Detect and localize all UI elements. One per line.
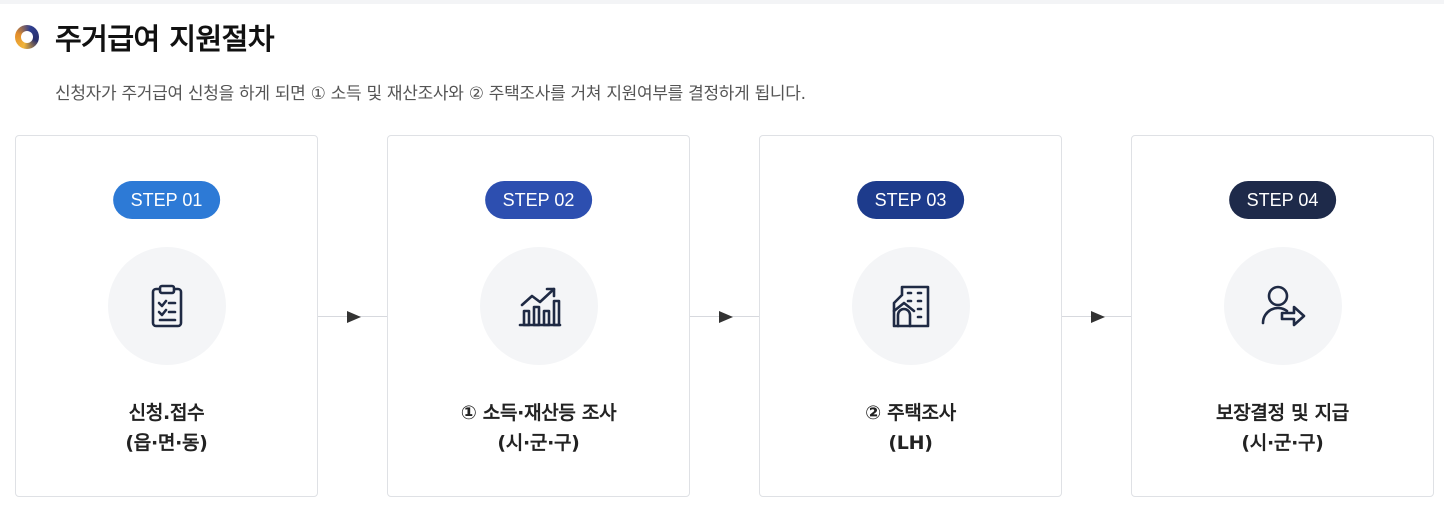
step-badge-4: STEP 04 — [1228, 181, 1337, 219]
step-label-2: ① 소득·재산등 조사 (시·군·구) — [388, 398, 689, 458]
step-office: (읍·면·동) — [125, 432, 208, 454]
step-icon-circle-3 — [851, 247, 970, 365]
step-card-3: STEP 03 ② 주택조사 (LH) — [759, 135, 1062, 497]
arrow-right-icon — [1091, 311, 1105, 323]
page-title: 주거급여 지원절차 — [55, 22, 275, 56]
step-title: 보장결정 및 지급 — [1216, 402, 1349, 424]
step-office: (LH) — [888, 432, 933, 454]
top-divider — [0, 0, 1444, 4]
arrow-right-icon — [347, 311, 361, 323]
page-description: 신청자가 주거급여 신청을 하게 되면 ① 소득 및 재산조사와 ② 주택조사를… — [55, 84, 806, 104]
step-icon-circle-4 — [1223, 247, 1342, 365]
step-card-2: STEP 02 ① 소득·재산등 조사 (시·군·구) — [387, 135, 690, 497]
step-badge-3: STEP 03 — [856, 181, 965, 219]
step-icon-circle-2 — [479, 247, 598, 365]
step-label-1: 신청.접수 (읍·면·동) — [16, 398, 317, 458]
arrow-right-icon — [719, 311, 733, 323]
step-badge-2: STEP 02 — [484, 181, 593, 219]
building-icon — [892, 285, 929, 328]
ring-bullet-icon — [15, 25, 39, 49]
step-card-1: STEP 01 신청.접수 (읍·면·동) — [15, 135, 318, 497]
step-label-3: ② 주택조사 (LH) — [760, 398, 1061, 458]
step-label-4: 보장결정 및 지급 (시·군·구) — [1132, 398, 1433, 458]
section-header: 주거급여 지원절차 — [15, 17, 275, 57]
step-card-4: STEP 04 보장결정 및 지급 (시·군·구) — [1131, 135, 1434, 497]
clipboard-icon — [151, 284, 182, 328]
step-title: ② 주택조사 — [865, 402, 956, 424]
step-office: (시·군·구) — [1241, 432, 1324, 454]
user-arrow-icon — [1261, 285, 1305, 327]
step-office: (시·군·구) — [497, 432, 580, 454]
bar-chart-growth-icon — [518, 287, 561, 327]
step-icon-circle-1 — [107, 247, 226, 365]
step-title: 신청.접수 — [128, 402, 205, 424]
step-badge-1: STEP 01 — [112, 181, 221, 219]
step-title: ① 소득·재산등 조사 — [460, 402, 617, 424]
